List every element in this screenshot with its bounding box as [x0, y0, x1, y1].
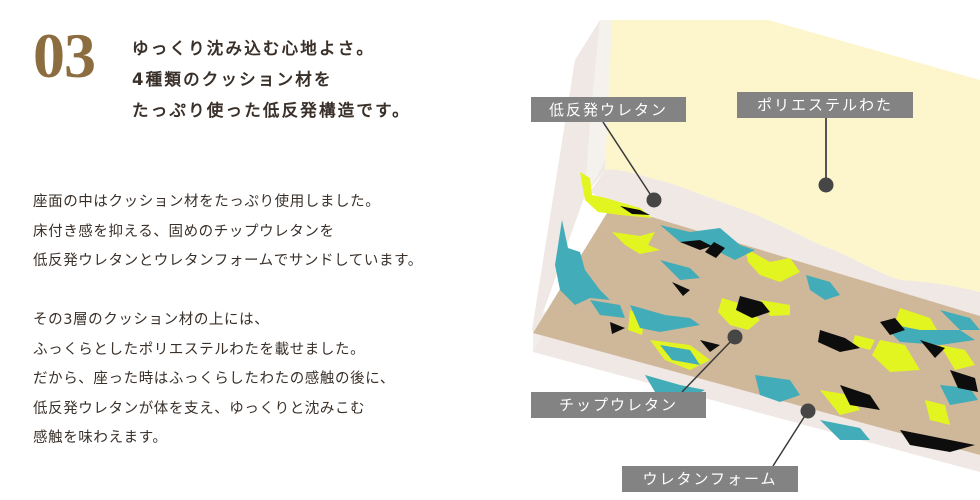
description-line: ふっくらとしたポリエステルわたを載せました。: [33, 341, 366, 358]
urethane-foam-layer: [533, 333, 980, 472]
description-line: 低反発ウレタンが体を支え、ゆっくりと沈みこむ: [33, 400, 366, 417]
chip-pattern-black: [610, 206, 978, 452]
label-low-rebound-urethane: 低反発ウレタン: [531, 97, 686, 122]
headline-line: ゆっくり沈み込む心地よさ。: [132, 39, 376, 58]
label-urethane-foam: ウレタンフォーム: [622, 466, 798, 492]
marker-dot-polyester: [818, 177, 834, 193]
marker-dot-low-rebound: [646, 192, 662, 208]
description-line: だから、座った時はふっくらしたわたの感触の後に、: [33, 371, 395, 387]
feature-description: 座面の中はクッション材をたっぷり使用しました。 床付き感を抑える、固めのチップウ…: [33, 188, 423, 483]
description-line: 低反発ウレタンとウレタンフォームでサンドしています。: [33, 253, 423, 269]
feature-number: 03: [33, 20, 96, 91]
leader-line-low-rebound: [602, 121, 655, 201]
headline-line: たっぷり使った低反発構造です。: [132, 101, 411, 120]
marker-dot-foam: [800, 403, 816, 419]
low-rebound-urethane-layer: [590, 169, 980, 316]
chip-urethane-layer: [533, 205, 980, 455]
polyester-wadding-layer: [605, 20, 980, 292]
leader-line-foam: [772, 410, 809, 467]
label-polyester-wadding: ポリエステルわた: [737, 92, 913, 118]
description-line: その3層のクッション材の上には、: [33, 312, 270, 328]
label-chip-urethane: チップウレタン: [531, 392, 706, 418]
description-line: 感触を味わえます。: [33, 430, 168, 446]
marker-dots: [646, 177, 834, 419]
headline-line: 4種類のクッション材を: [132, 70, 333, 89]
description-paragraph: その3層のクッション材の上には、 ふっくらとしたポリエステルわたを載せました。 …: [33, 306, 423, 454]
marker-dot-chip: [727, 329, 743, 345]
feature-headline: ゆっくり沈み込む心地よさ。 4種類のクッション材を たっぷり使った低反発構造です…: [132, 33, 411, 126]
description-line: 座面の中はクッション材をたっぷり使用しました。: [33, 194, 381, 210]
description-paragraph: 座面の中はクッション材をたっぷり使用しました。 床付き感を抑える、固めのチップウ…: [33, 188, 423, 277]
leader-line-chip: [681, 336, 736, 393]
leader-lines: [602, 118, 827, 467]
description-line: 床付き感を抑える、固めのチップウレタンを: [33, 223, 335, 240]
